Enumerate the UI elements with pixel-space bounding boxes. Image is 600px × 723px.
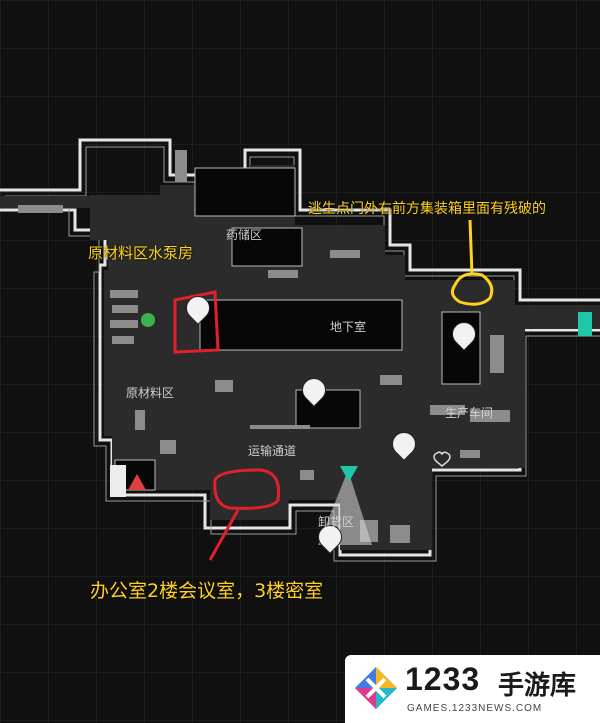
watermark-url: GAMES.1233NEWS.COM bbox=[407, 703, 543, 714]
label-pharmacy-storage: 药储区 bbox=[226, 228, 263, 242]
floor bbox=[90, 165, 525, 550]
label-production-workshop: 生产车间 bbox=[445, 406, 494, 420]
extract-exit-east bbox=[578, 312, 592, 336]
watermark-logo: 1233 手游库 GAMES.1233NEWS.COM bbox=[345, 655, 600, 723]
office-note: 办公室2楼会议室，3楼密室 bbox=[90, 580, 324, 602]
outer-walls bbox=[0, 138, 600, 557]
watermark-number: 1233 bbox=[405, 661, 481, 697]
extract-note: 逃生点门外右前方集装箱里面有残破的 bbox=[308, 201, 546, 217]
label-transport-corridor: 运输通道 bbox=[248, 444, 297, 458]
logo-icon bbox=[355, 667, 397, 709]
label-unloading-area: 卸货区 bbox=[318, 515, 355, 529]
exit-door-icon bbox=[110, 465, 126, 497]
extract-marker bbox=[340, 466, 358, 482]
clutter bbox=[18, 150, 510, 543]
heart-icon bbox=[433, 451, 451, 467]
biohazard-icon bbox=[141, 313, 155, 327]
red-annotations bbox=[173, 290, 281, 561]
pump-room-note: 原材料区水泵房 bbox=[88, 244, 194, 262]
watermark-name: 手游库 bbox=[498, 671, 577, 701]
label-basement: 地下室 bbox=[330, 320, 367, 334]
danger-icon bbox=[128, 474, 146, 490]
label-raw-material-area: 原材料区 bbox=[126, 386, 175, 400]
yellow-annotations bbox=[450, 219, 494, 306]
